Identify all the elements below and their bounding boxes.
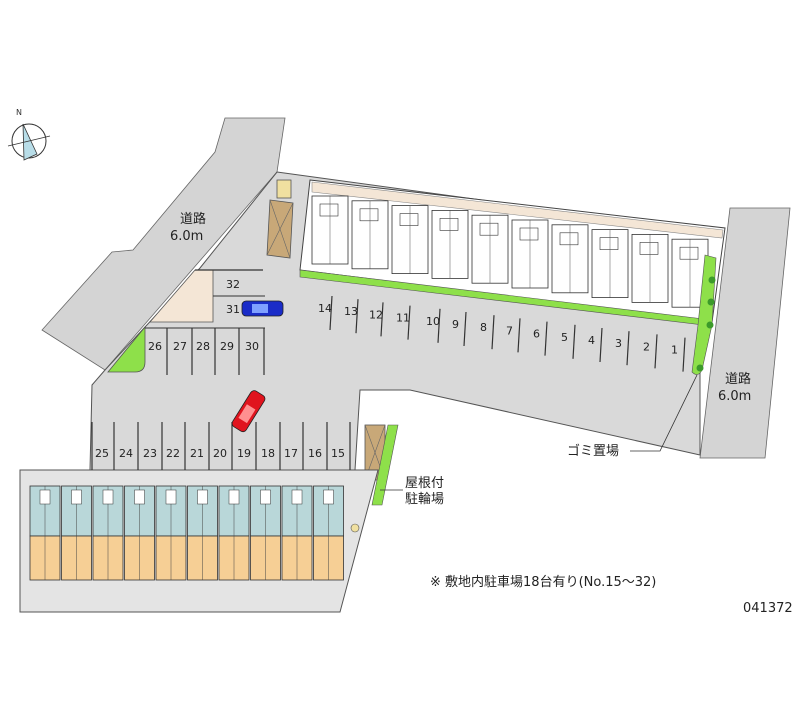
road-right-name: 道路 bbox=[725, 371, 751, 387]
parking-space-31: 31 bbox=[226, 303, 240, 316]
map-code: 041372 bbox=[743, 601, 793, 616]
road-right bbox=[699, 207, 791, 459]
parking-line bbox=[437, 308, 441, 343]
north-label: N bbox=[16, 108, 22, 117]
road-right-width: 6.0m bbox=[718, 389, 751, 404]
parking-space-24: 24 bbox=[119, 447, 133, 460]
road-left-name: 道路 bbox=[180, 211, 206, 227]
road-left-width: 6.0m bbox=[170, 229, 203, 244]
parking-lines bbox=[91, 269, 686, 470]
road-left bbox=[41, 117, 286, 371]
parking-space-11: 11 bbox=[396, 312, 410, 325]
parking-space-20: 20 bbox=[213, 447, 227, 460]
parking-space-27: 27 bbox=[173, 340, 187, 353]
parking-space-30: 30 bbox=[245, 340, 259, 353]
parking-line bbox=[599, 327, 603, 363]
parking-space-25: 25 bbox=[95, 447, 109, 460]
parking-space-28: 28 bbox=[196, 340, 210, 353]
car-red-icon bbox=[231, 390, 266, 433]
parking-space-14: 14 bbox=[318, 302, 332, 315]
bike-shed-bottom bbox=[364, 424, 399, 506]
bike-parking-label-2: 駐輪場 bbox=[405, 491, 444, 507]
parking-space-7: 7 bbox=[506, 324, 513, 337]
parking-space-12: 12 bbox=[369, 308, 383, 321]
parking-space-8: 8 bbox=[480, 321, 487, 334]
compass-icon: N bbox=[7, 108, 51, 161]
parking-space-3: 3 bbox=[615, 337, 622, 350]
parking-line bbox=[544, 321, 548, 356]
parking-line bbox=[380, 302, 384, 337]
parking-line bbox=[463, 311, 467, 347]
parking-line bbox=[654, 334, 658, 369]
parking-space-16: 16 bbox=[308, 447, 322, 460]
garbage-area-label: ゴミ置場 bbox=[567, 443, 619, 459]
building-top-roof-strip bbox=[311, 181, 724, 239]
green-planting bbox=[107, 325, 146, 373]
parking-space-5: 5 bbox=[561, 331, 568, 344]
parking-space-2: 2 bbox=[643, 340, 650, 353]
parking-space-32: 32 bbox=[226, 278, 240, 291]
parking-space-9: 9 bbox=[452, 318, 459, 331]
bike-shed-top bbox=[266, 179, 294, 259]
bike-parking-label-1: 屋根付 bbox=[405, 476, 444, 491]
parking-line bbox=[491, 315, 495, 350]
car-blue-icon bbox=[241, 300, 284, 317]
parking-space-23: 23 bbox=[143, 447, 157, 460]
parking-space-21: 21 bbox=[190, 447, 204, 460]
parking-line bbox=[407, 305, 411, 340]
parking-space-29: 29 bbox=[220, 340, 234, 353]
parking-line bbox=[572, 324, 576, 359]
parking-space-10: 10 bbox=[426, 315, 440, 328]
parking-line bbox=[355, 299, 359, 334]
parking-line bbox=[517, 318, 521, 353]
parking-space-1: 1 bbox=[671, 344, 678, 357]
parking-space-6: 6 bbox=[533, 328, 540, 341]
parking-space-13: 13 bbox=[344, 305, 358, 318]
parking-note: ※ 敷地内駐車場18台有り(No.15～32) bbox=[430, 574, 656, 590]
parking-space-26: 26 bbox=[148, 340, 162, 353]
parking-space-17: 17 bbox=[284, 447, 298, 460]
parking-space-22: 22 bbox=[166, 447, 180, 460]
parking-line bbox=[626, 331, 630, 366]
building-bottom-units bbox=[29, 485, 344, 581]
parking-space-19: 19 bbox=[237, 447, 251, 460]
parking-line bbox=[329, 295, 333, 331]
parking-space-4: 4 bbox=[588, 334, 595, 347]
parking-space-18: 18 bbox=[261, 447, 275, 460]
parking-space-15: 15 bbox=[331, 447, 345, 460]
green-strip-right bbox=[691, 254, 717, 375]
parking-line bbox=[682, 337, 686, 372]
